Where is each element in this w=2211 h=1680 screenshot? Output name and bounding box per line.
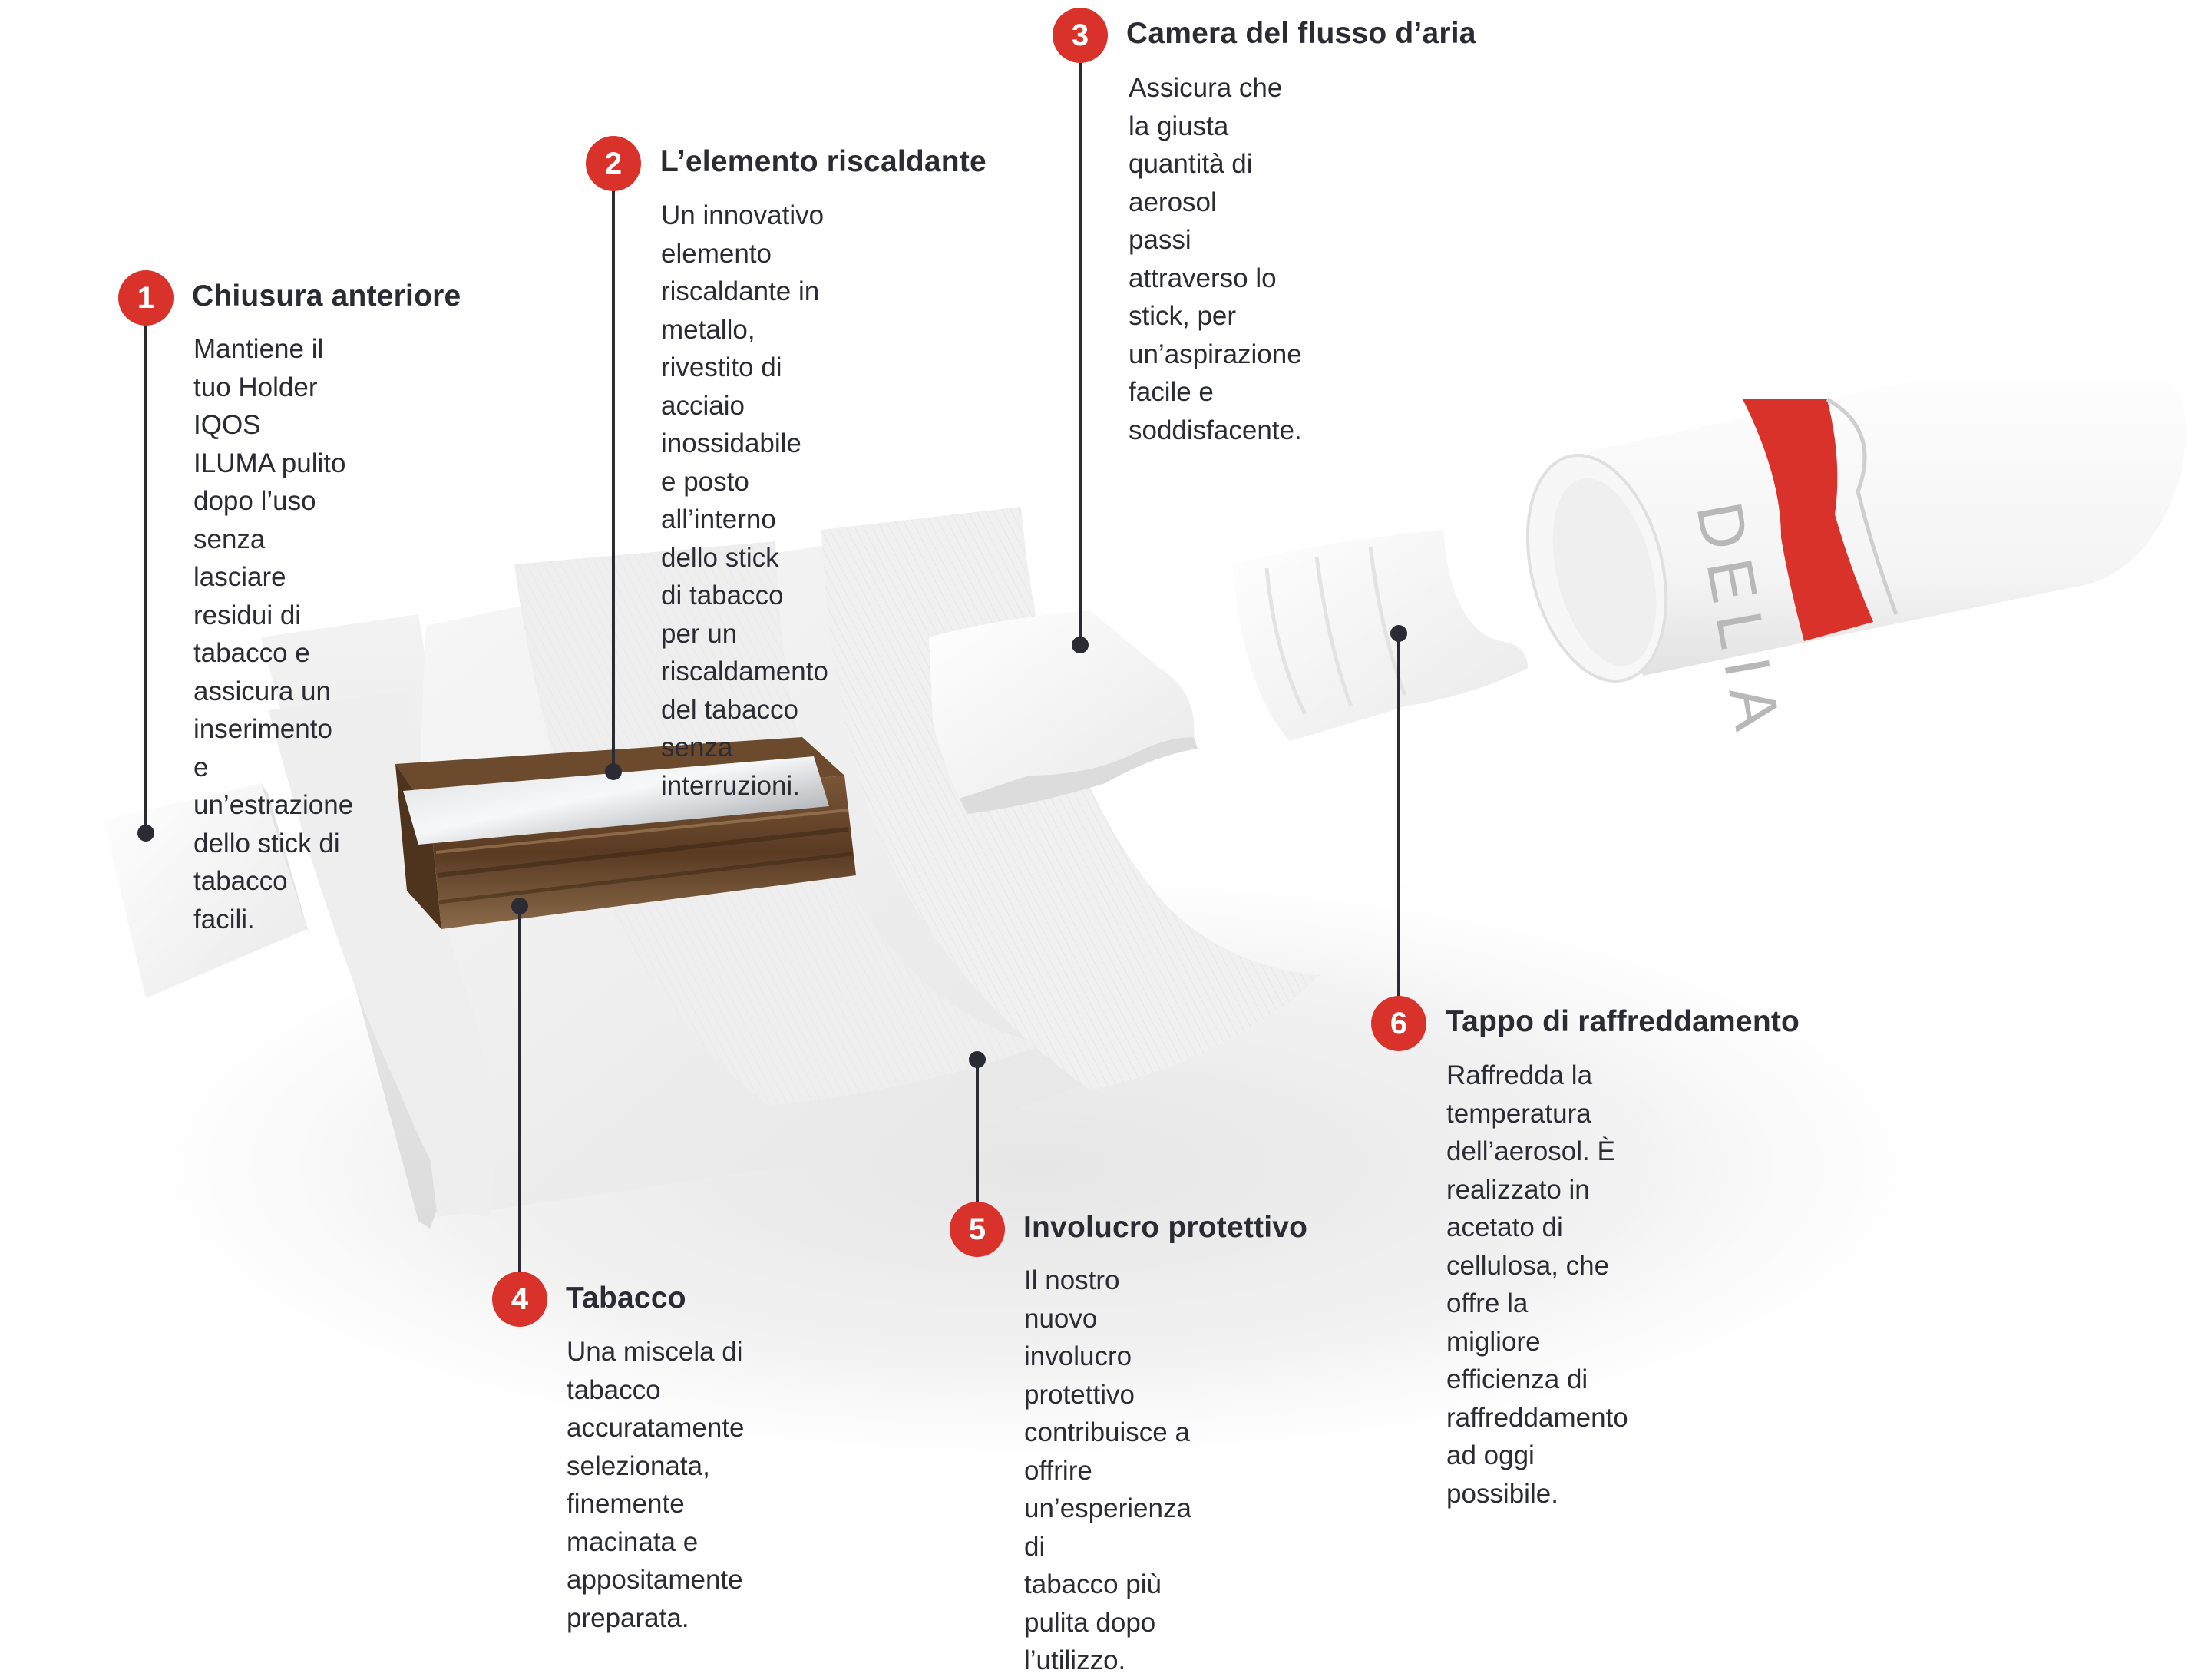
callout-description: Raffredda la temperatura dell’aerosol. È… [1446,1060,1628,1509]
number-badge: 2 [586,136,641,191]
number-badge: 4 [492,1272,547,1327]
number-badge: 3 [1053,8,1108,63]
callout-title: Tabacco [566,1281,686,1315]
heating-blade [403,756,829,845]
callout-title: Involucro protettivo [1023,1211,1308,1244]
number-badge: 1 [118,270,174,326]
leader-lines [144,63,1400,1275]
tobacco-grain-1 [437,827,849,878]
callout-description: Assicura che la giusta quantità di aeros… [1129,73,1302,445]
leader-dot-3 [1072,637,1089,653]
front-plug [104,783,311,998]
callout-title: Tappo di raffreddamento [1446,1005,1800,1038]
callout-description: Il nostro nuovo involucro protettivo con… [1024,1265,1191,1675]
leader-dot-1 [137,825,154,842]
airflow-chamber [929,610,1198,814]
leader-dot-2 [605,763,622,780]
leader-dot-6 [1390,625,1407,642]
callout-title: Camera del flusso d’aria [1126,17,1476,50]
tobacco-grain-2 [435,809,848,854]
number-badge: 5 [950,1202,1005,1257]
cooling-plug [1232,530,1528,741]
tobacco-left [395,764,441,929]
callout-description: Una miscela di tabacco accuratamente sel… [567,1337,745,1633]
callout-description: Mantiene il tuo Holder IQOS ILUMA pulito… [193,334,354,934]
number-badge: 6 [1371,996,1426,1051]
leader-dot-4 [511,898,528,914]
exploded-stick-illustration: DELIA [38,63,2186,1497]
leader-dots [137,625,1407,1068]
wrapper-sheet-front [269,691,494,1217]
callout-title: L’elemento riscaldante [660,145,987,178]
callout-title: Chiusura anteriore [192,279,461,313]
callout-description: Un innovativo elemento riscaldante in me… [661,200,828,801]
leader-dot-5 [969,1051,986,1068]
tobacco-grain-3 [438,852,853,904]
brand-band [1743,399,1873,641]
mouthpiece-cylinder: DELIA [1525,346,2186,746]
protective-wrapper [261,507,1320,1229]
